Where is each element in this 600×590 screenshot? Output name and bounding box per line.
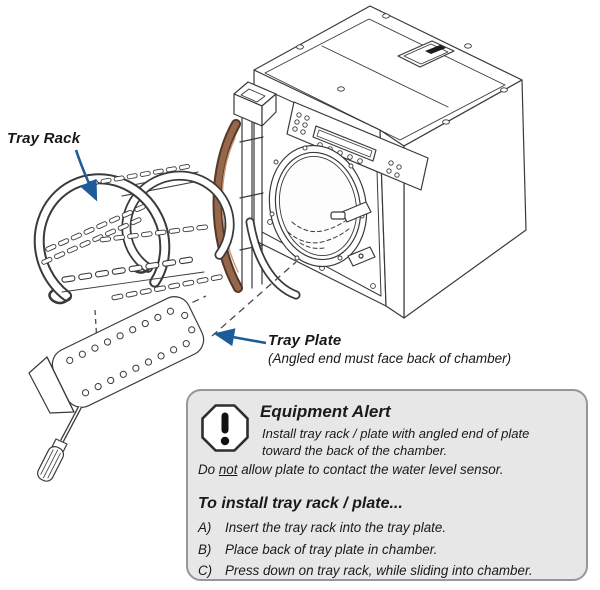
top-vent [397, 40, 455, 68]
tray-plate-label: Tray Plate [268, 332, 342, 349]
plate-holes [66, 307, 196, 397]
tray-rack-label: Tray Rack [7, 130, 81, 147]
install-step: C) Press down on tray rack, while slidin… [198, 563, 533, 578]
heating-element [287, 218, 351, 249]
tray-plate-note: (Angled end must face back of chamber) [268, 351, 512, 366]
tray-plate-callout: Tray Plate (Angled end must face back of… [268, 332, 511, 366]
top-screws [296, 13, 508, 125]
door-gasket-copper [214, 121, 241, 291]
equipment-alert-box: Equipment Alert Install tray rack / plat… [186, 389, 588, 581]
door-latch [330, 201, 376, 267]
install-steps-heading: To install tray rack / plate... [198, 495, 403, 512]
install-step: B) Place back of tray plate in chamber. [198, 542, 533, 557]
equipment-alert-title: Equipment Alert [260, 402, 391, 421]
control-panel [286, 101, 429, 191]
tray-rack-illustration [33, 163, 235, 315]
install-step: A) Insert the tray rack into the tray pl… [198, 520, 533, 535]
guide-line-diagonal [211, 261, 297, 337]
install-steps-list: A) Insert the tray rack into the tray pl… [198, 520, 533, 585]
step-text: Insert the tray rack into the tray plate… [225, 520, 447, 535]
rack-front-hook [48, 289, 72, 305]
guide-line-vertical [94, 309, 101, 393]
step-text: Place back of tray plate in chamber. [225, 541, 438, 557]
caution-pre: Do [198, 462, 219, 477]
step-letter: B) [198, 541, 212, 557]
caution-post: allow plate to contact the water level s… [237, 462, 504, 477]
callout-arrows [74, 149, 267, 347]
equipment-alert-icon [201, 404, 249, 452]
tray-plate-arrow [213, 328, 267, 347]
equipment-alert-caution: Do not allow plate to contact the water … [198, 462, 583, 477]
tool-handle-illustration [37, 406, 82, 482]
step-letter: C) [198, 563, 213, 578]
door-cup [233, 81, 277, 127]
tray-rack-arrow [74, 149, 98, 202]
autoclave-illustration [253, 5, 527, 319]
step-text: Press down on tray rack, while sliding i… [225, 563, 533, 578]
door-hinge-illustration [212, 81, 301, 300]
step-letter: A) [198, 520, 212, 535]
tray-plate-illustration [28, 296, 205, 482]
caution-emphasis: not [218, 462, 238, 477]
control-display [312, 125, 377, 162]
equipment-alert-body: Install tray rack / plate with angled en… [262, 426, 530, 458]
